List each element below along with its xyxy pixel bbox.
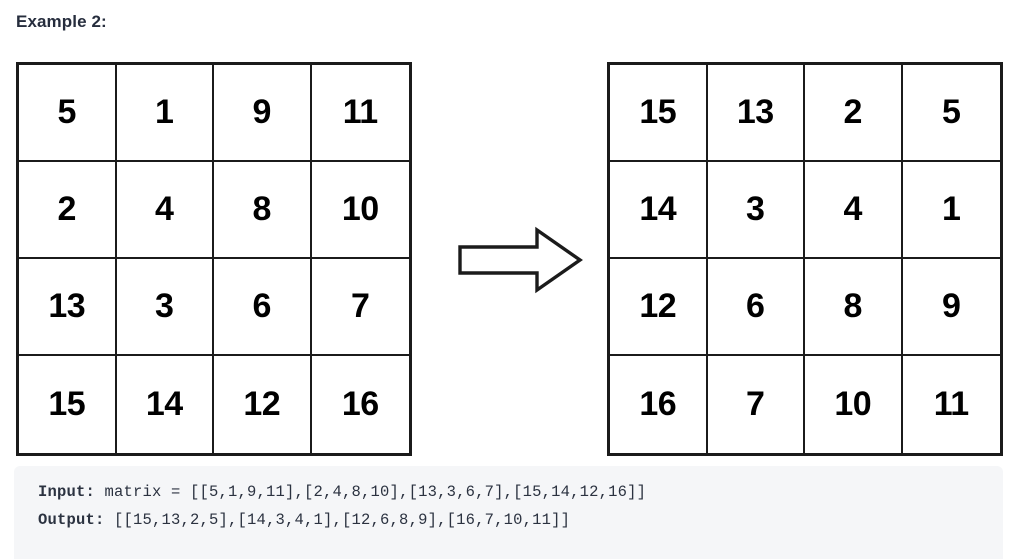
- matrix-cell: 13: [19, 259, 117, 356]
- code-line-output: Output: [[15,13,2,5],[14,3,4,1],[12,6,8,…: [38, 506, 1003, 534]
- matrix-cell: 16: [610, 356, 708, 453]
- matrix-cell: 12: [214, 356, 312, 453]
- output-label: Output:: [38, 511, 105, 529]
- matrix-cell: 15: [19, 356, 117, 453]
- matrix-cell: 5: [19, 65, 117, 162]
- page-title: Example 2:: [16, 12, 107, 31]
- matrix-cell: 14: [610, 162, 708, 259]
- example-code-block: Input: matrix = [[5,1,9,11],[2,4,8,10],[…: [14, 466, 1003, 559]
- matrix-cell: 11: [933, 385, 969, 423]
- matrix-cell: 9: [902, 259, 1000, 356]
- matrix-cell: 15: [610, 65, 708, 162]
- matrix-cell: 12: [610, 259, 708, 356]
- input-matrix: 5 1 9 11 2 4 8 10 13 3 6 7 15 14 12 16: [16, 62, 412, 456]
- matrix-cell: 1: [116, 65, 214, 162]
- matrix-cell: 3: [116, 259, 214, 356]
- matrix-cell: 6: [707, 259, 805, 356]
- code-line-input: Input: matrix = [[5,1,9,11],[2,4,8,10],[…: [38, 478, 1003, 506]
- output-value: [[15,13,2,5],[14,3,4,1],[12,6,8,9],[16,7…: [104, 511, 571, 529]
- output-matrix: 15 13 2 5 14 3 4 1 12 6 8 9 16 7 10 11: [607, 62, 1003, 456]
- matrix-cell: 10: [805, 356, 903, 453]
- matrix-cell: 13: [707, 65, 805, 162]
- matrix-cell: 4: [116, 162, 214, 259]
- right-block-arrow-icon: [455, 225, 585, 295]
- matrix-cell: 7: [311, 259, 409, 356]
- matrix-cell: 10: [311, 162, 409, 259]
- matrix-cell: 9: [214, 65, 312, 162]
- matrix-cell: 16: [341, 385, 379, 423]
- matrix-cell: 7: [708, 356, 805, 453]
- matrix-cell: 3: [707, 162, 805, 259]
- input-label: Input:: [38, 483, 96, 501]
- matrix-cell: 4: [805, 162, 903, 259]
- matrix-cell: 2: [805, 65, 903, 162]
- matrix-cell: 8: [214, 162, 312, 259]
- input-value: matrix = [[5,1,9,11],[2,4,8,10],[13,3,6,…: [95, 483, 647, 501]
- matrix-cell: 8: [805, 259, 903, 356]
- matrix-cell: 5: [902, 65, 1000, 162]
- matrix-cell: 14: [117, 356, 214, 453]
- matrix-cell: 2: [19, 162, 117, 259]
- matrix-cell: 6: [214, 259, 312, 356]
- matrix-cell: 11: [311, 65, 409, 162]
- matrix-cell: 1: [902, 162, 1000, 259]
